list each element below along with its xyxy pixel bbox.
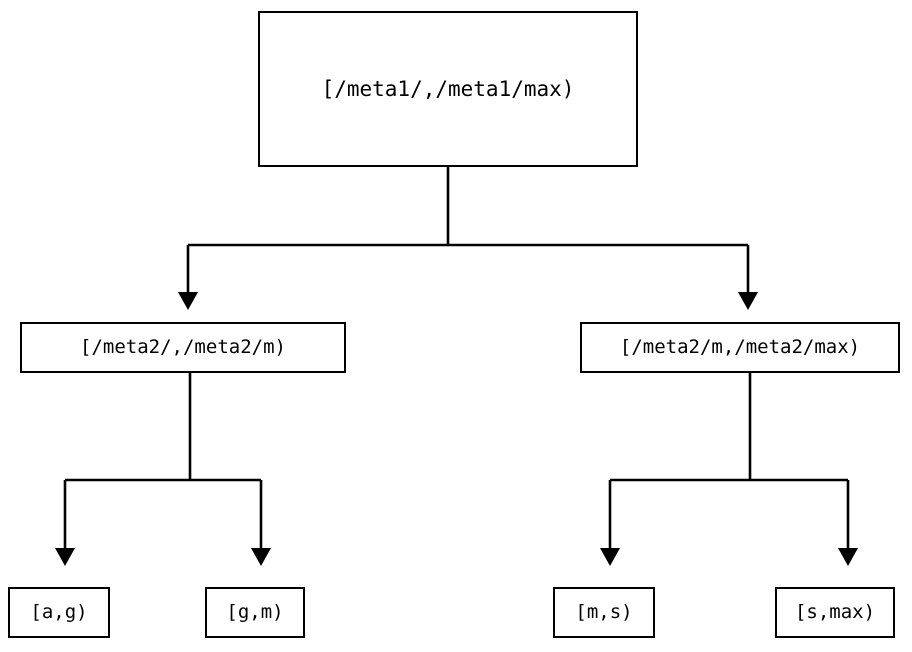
arrowhead-mid-right-to-leaf-ms	[600, 548, 620, 566]
node-root-range[interactable]: [/meta1/,/meta1/max)	[258, 11, 638, 167]
node-root-label: [/meta1/,/meta1/max)	[321, 76, 575, 101]
arrowhead-mid-left-to-leaf-gm	[251, 548, 271, 566]
node-leaf-a-g[interactable]: [a,g)	[8, 587, 110, 638]
node-leaf-s-max-label: [s,max)	[794, 601, 876, 623]
node-leaf-g-m[interactable]: [g,m)	[205, 587, 305, 638]
arrowhead-root-to-mid-left	[178, 292, 198, 310]
node-mid-left-label: [/meta2/,/meta2/m)	[80, 336, 286, 358]
node-leaf-g-m-label: [g,m)	[226, 601, 284, 623]
node-leaf-s-max[interactable]: [s,max)	[775, 587, 895, 638]
node-leaf-m-s-label: [m,s)	[575, 601, 633, 623]
arrowhead-root-to-mid-right	[738, 292, 758, 310]
node-leaf-m-s[interactable]: [m,s)	[553, 587, 655, 638]
node-leaf-a-g-label: [a,g)	[30, 601, 88, 623]
node-mid-left-range[interactable]: [/meta2/,/meta2/m)	[20, 322, 346, 373]
arrowhead-mid-left-to-leaf-ag	[55, 548, 75, 566]
node-mid-right-range[interactable]: [/meta2/m,/meta2/max)	[580, 322, 900, 373]
node-mid-right-label: [/meta2/m,/meta2/max)	[619, 336, 861, 358]
arrowhead-mid-right-to-leaf-smax	[838, 548, 858, 566]
